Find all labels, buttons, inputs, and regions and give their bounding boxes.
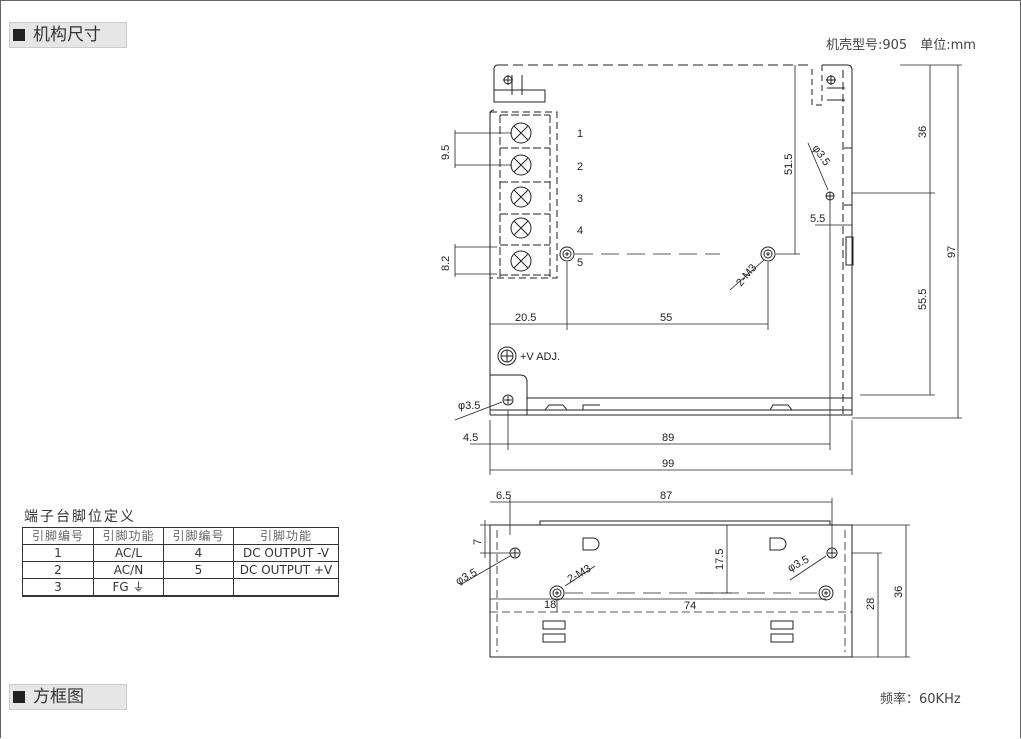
- adjust-pot-icon: [497, 346, 517, 366]
- header-cell: 引脚功能: [233, 527, 339, 545]
- frequency-label: 频率：60KHz: [880, 692, 961, 707]
- dim-label: 4.5: [463, 432, 478, 444]
- side-view-outline: [489, 520, 853, 658]
- mounting-hole-icon: [559, 246, 575, 262]
- dim-label: 20.5: [515, 312, 536, 324]
- terminal-number: 2: [577, 161, 583, 173]
- mounting-hole-icon: [549, 585, 565, 601]
- dim-label: 7: [472, 539, 484, 545]
- section-header-mechanical: 机构尺寸: [9, 22, 127, 48]
- terminal-number: 4: [577, 225, 583, 237]
- section-title: 机构尺寸: [33, 25, 101, 45]
- dim-label: φ3.5: [458, 400, 480, 412]
- side-view-labels: 6.5 87 7 φ3.5 2-M3 17.5 φ3.5 18 74 28 36: [454, 490, 905, 612]
- mounting-hole-icon: [825, 191, 835, 201]
- cell: AC/N: [93, 561, 164, 579]
- top-view-dimensions: [454, 64, 962, 475]
- terminal-number: 5: [577, 257, 583, 269]
- dim-label: 18: [544, 599, 556, 611]
- dim-label: 55.5: [917, 289, 929, 310]
- dim-label: 36: [917, 126, 929, 138]
- cell: DC OUTPUT +V: [233, 561, 339, 579]
- dim-label: 17.5: [714, 549, 726, 570]
- terminal-screw-icons: [510, 122, 532, 272]
- square-bullet-icon: [13, 691, 25, 703]
- terminal-screw-icon: [510, 217, 532, 239]
- dim-label: 36: [893, 586, 905, 598]
- dim-label: 97: [946, 246, 958, 258]
- section-header-block-diagram: 方框图: [9, 684, 127, 710]
- mounting-hole-icon: [826, 547, 838, 559]
- cell: [233, 578, 339, 597]
- top-view-outline: [489, 64, 854, 416]
- side-view-dimensions: [459, 498, 910, 658]
- mounting-hole-icon: [509, 547, 521, 559]
- dim-label: 99: [662, 458, 674, 470]
- dim-label: 2-M3: [566, 563, 594, 586]
- terminal-block: [489, 111, 558, 279]
- pin-table-title: 端子台脚位定义: [24, 509, 136, 525]
- dim-label: 87: [660, 490, 672, 502]
- dim-label: 89: [662, 432, 674, 444]
- side-view-holes: [509, 547, 838, 601]
- mounting-hole-icon: [503, 75, 513, 85]
- terminal-screw-icon: [510, 154, 532, 176]
- terminal-number: 1: [577, 128, 583, 140]
- table-header-row: 引脚编号 引脚功能 引脚编号 引脚功能: [22, 527, 339, 545]
- section-title: 方框图: [33, 687, 84, 707]
- dim-label: 74: [684, 600, 696, 612]
- cell: AC/L: [93, 544, 164, 562]
- adj-label: +V ADJ.: [520, 351, 560, 363]
- dim-label: φ3.5: [786, 554, 811, 575]
- dim-label: 8.2: [440, 256, 452, 271]
- terminal-screw-icon: [510, 250, 532, 272]
- dim-label: 28: [865, 598, 877, 610]
- terminal-screw-icon: [510, 122, 532, 144]
- mounting-holes: [497, 75, 836, 406]
- dim-label: 55: [660, 312, 672, 324]
- dim-label: φ3.5: [454, 567, 479, 588]
- mounting-hole-icon: [760, 246, 776, 262]
- mounting-hole-icon: [502, 394, 514, 406]
- mounting-hole-icon: [826, 75, 836, 85]
- square-bullet-icon: [13, 29, 25, 41]
- header-cell: 引脚编号: [163, 527, 234, 545]
- dim-label: 2-M3: [734, 262, 759, 289]
- dim-label: 5.5: [810, 213, 825, 225]
- case-info: 机壳型号:905 单位:mm: [826, 38, 976, 53]
- cell: FG ⏚: [93, 578, 164, 597]
- mounting-hole-icon: [818, 585, 834, 601]
- terminal-number: 3: [577, 193, 583, 205]
- dim-label: 9.5: [440, 145, 452, 160]
- dim-label: 6.5: [496, 490, 511, 502]
- terminal-screw-icon: [510, 186, 532, 208]
- dim-label: 51.5: [783, 154, 795, 175]
